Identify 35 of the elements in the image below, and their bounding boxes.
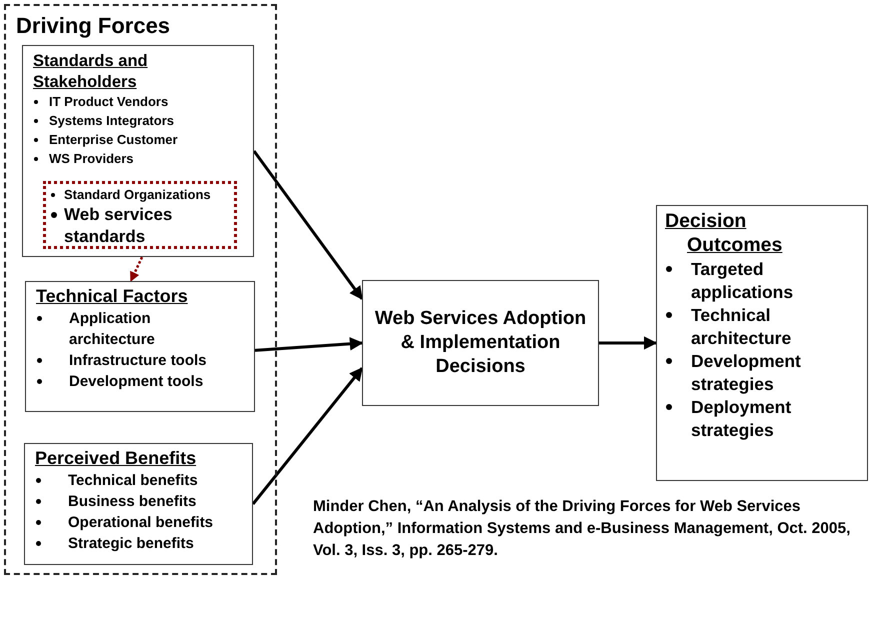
list-item-text: Technical architecture	[691, 304, 792, 348]
list-item-text: Targeted applications	[691, 258, 794, 302]
box-heading: Decision Outcomes	[665, 209, 784, 258]
box-heading: Technical Factors	[36, 285, 189, 308]
list-item-text: Strategic benefits	[68, 534, 194, 552]
highlight-box	[43, 181, 237, 249]
box-label: Web Services Adoption & Implementation Decisions	[374, 307, 588, 379]
list-item-text: Application architecture	[69, 310, 155, 348]
box-heading: Driving Forces	[16, 12, 172, 40]
list-item-text: Business benefits	[68, 492, 196, 510]
list-item-text: Infrastructure tools	[69, 352, 207, 368]
list-item-text: Enterprise Customer	[49, 132, 178, 148]
list-item-text: WS Providers	[49, 151, 134, 166]
arrow	[252, 367, 364, 505]
list-item-text: Technical benefits	[68, 472, 198, 488]
decision-box	[362, 280, 599, 406]
citation-text: Minder Chen, “An Analysis of the Driving Forces for Web Services Adoption,” Information Systems and e-Business Management, Oct. 2005, Vol. 3, Iss. 3, pp. 265-279.	[313, 497, 851, 561]
benefit-box	[24, 443, 253, 565]
factor-box	[25, 281, 255, 412]
list-item-text: Operational benefits	[68, 514, 214, 530]
box-heading: Perceived Benefits	[35, 447, 198, 470]
list-item-text: Development tools	[69, 372, 204, 390]
group-frame	[4, 4, 277, 575]
list-item-text: Systems Integrators	[49, 113, 174, 128]
list-item-text: Development strategies	[691, 350, 801, 394]
list-item-text: Standard Organizations	[64, 187, 211, 202]
box-heading: Standards and Stakeholders	[33, 51, 149, 92]
list-item-text: IT Product Vendors	[49, 94, 168, 110]
stakeholder-box	[22, 45, 254, 257]
arrow	[252, 150, 364, 300]
outcome-box	[656, 205, 868, 481]
arrow	[599, 336, 658, 350]
list-item-text: Deployment strategies	[691, 396, 792, 440]
list-item-text: Web services standards	[64, 205, 172, 246]
arrow	[254, 337, 364, 352]
